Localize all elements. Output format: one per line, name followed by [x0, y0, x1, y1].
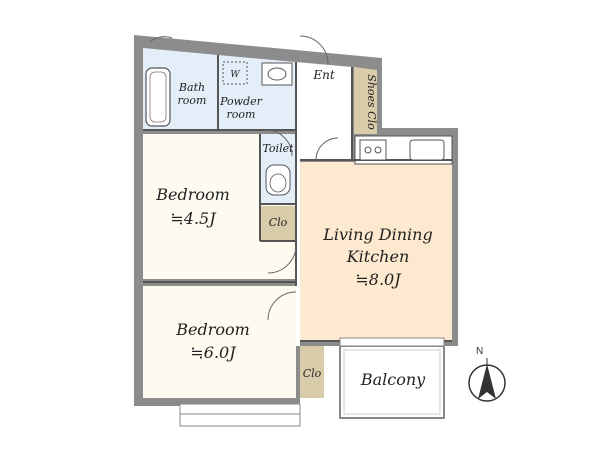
- ldk-label-2: Kitchen: [346, 247, 410, 266]
- shoes-closet-floor: [354, 67, 377, 134]
- stove: [359, 139, 387, 161]
- ldk-floor: [300, 162, 452, 341]
- ldk-size: ≒8.0J: [355, 270, 402, 289]
- entrance-floor: [296, 62, 352, 160]
- closet-2-floor: [300, 346, 324, 398]
- bath-label-1: Bath: [178, 81, 205, 94]
- compass-icon: N: [468, 346, 506, 402]
- compass-north-label: N: [476, 346, 483, 357]
- balcony-area: [339, 345, 445, 419]
- shoes-closet-label: Shoes Clo: [365, 74, 378, 130]
- closet-1-label: Clo: [269, 216, 288, 229]
- window-south: [179, 403, 301, 427]
- bath-label-2: room: [178, 94, 207, 107]
- powder-label-1: Powder: [219, 95, 263, 108]
- bedroom-2-floor: [143, 286, 296, 398]
- bedroom-1-size: ≒4.5J: [170, 209, 217, 228]
- powder-label-2: room: [227, 108, 256, 121]
- hallway-floor: [296, 134, 300, 346]
- washer-box: [222, 61, 248, 85]
- balcony-label: Balcony: [360, 370, 426, 389]
- toilet-label: Toilet: [262, 142, 294, 155]
- entrance-label: Ent: [312, 68, 334, 82]
- closet-2-label: Clo: [303, 367, 322, 380]
- ldk-label-1: Living Dining: [322, 225, 432, 244]
- window-ldk: [339, 337, 445, 347]
- closet-1-floor: [260, 206, 296, 241]
- bedroom-2-size: ≒6.0J: [190, 343, 237, 362]
- washer-mark: W: [230, 70, 240, 80]
- bedroom-1-name: Bedroom: [155, 185, 230, 204]
- toilet-fixture: [265, 164, 291, 196]
- kitchen-sink: [409, 139, 445, 161]
- wash-basin: [261, 62, 293, 86]
- bathtub: [145, 67, 171, 127]
- bedroom-2-name: Bedroom: [175, 320, 250, 339]
